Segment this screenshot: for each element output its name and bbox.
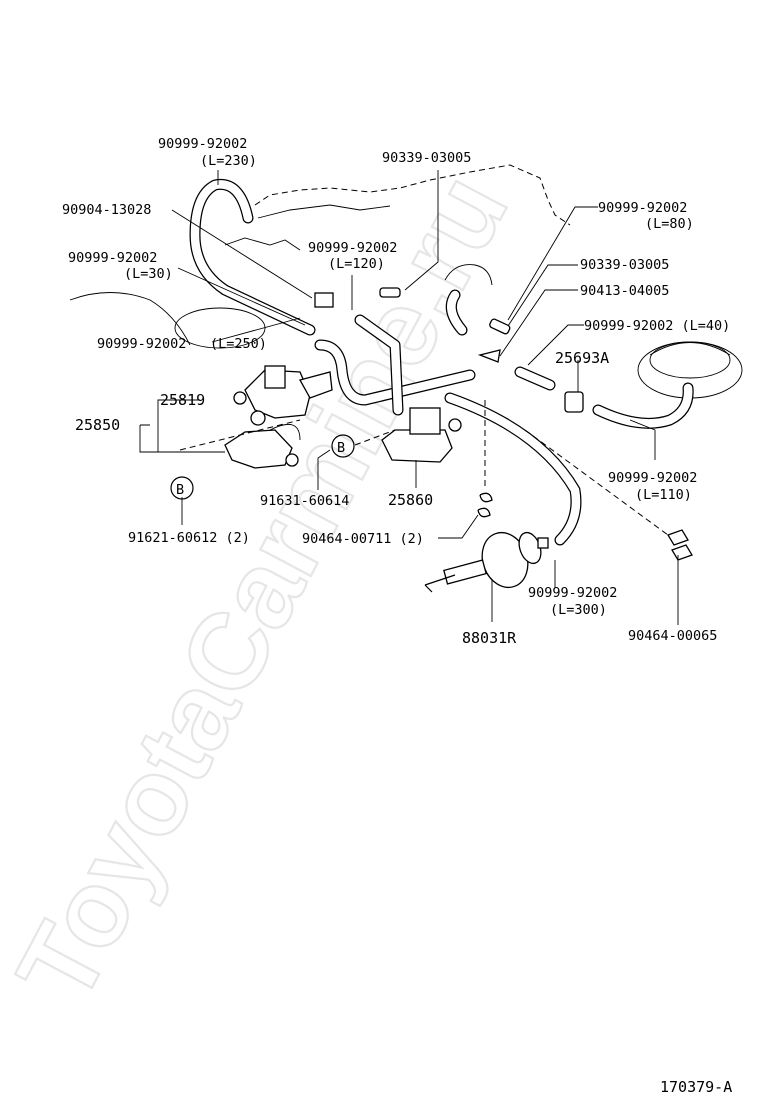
label-90999-92002-l230: 90999-92002 <box>158 136 247 152</box>
label-l110: (L=110) <box>635 487 692 503</box>
label-25850: 25850 <box>75 416 120 434</box>
vsv-25819 <box>233 365 333 419</box>
label-25693a: 25693A <box>555 349 609 367</box>
label-l300: (L=300) <box>550 602 607 618</box>
label-91631-60614: 91631-60614 <box>260 493 349 509</box>
label-90339-03005-right: 90339-03005 <box>580 257 669 273</box>
label-90464-00065: 90464-00065 <box>628 628 717 644</box>
label-90464-00711: 90464-00711 (2) <box>302 531 424 547</box>
label-90999-92002-l30: 90999-92002 <box>68 250 157 266</box>
tee-connector <box>477 349 501 363</box>
clip-90464-00711 <box>477 492 493 518</box>
label-90999-92002-l300: 90999-92002 <box>528 585 617 601</box>
ref-b-label-1: B <box>337 440 345 456</box>
connector-90413 <box>489 318 511 335</box>
label-91621-60612: 91621-60612 (2) <box>128 530 250 546</box>
watermark-text: ToyotaCarmine.ru <box>0 155 530 1021</box>
vsv-upper <box>314 292 334 308</box>
label-90999-92002-l80: 90999-92002 <box>598 200 687 216</box>
small-parts <box>314 287 693 561</box>
label-90339-03005-top: 90339-03005 <box>382 150 471 166</box>
label-l250: (L=250) <box>210 336 267 352</box>
label-25819: 25819 <box>160 391 205 409</box>
label-90999-92002-l120: 90999-92002 <box>308 240 397 256</box>
connector-90339 <box>379 287 401 298</box>
label-l230: (L=230) <box>200 153 257 169</box>
label-90904-13028: 90904-13028 <box>62 202 151 218</box>
label-90999-92002-l110: 90999-92002 <box>608 470 697 486</box>
label-l120: (L=120) <box>328 256 385 272</box>
label-88031r: 88031R <box>462 629 517 647</box>
leader-lines <box>139 170 679 625</box>
ref-b-circle-2 <box>170 476 194 500</box>
actuator-88031r <box>424 531 549 593</box>
reference-b-callouts: B B <box>170 434 355 500</box>
ref-b-label-2: B <box>176 482 184 498</box>
hoses <box>189 178 694 546</box>
label-90413-04005: 90413-04005 <box>580 283 669 299</box>
watermark: ToyotaCarmine.ru <box>0 154 532 1022</box>
label-90999-92002-l250: 90999-92002 <box>97 336 186 352</box>
filter-25693a <box>564 391 584 413</box>
engine-outline <box>69 164 743 399</box>
figure-number: 170379-A <box>660 1078 732 1096</box>
label-25860: 25860 <box>388 491 433 509</box>
clip-90464-00065 <box>667 529 693 561</box>
part-labels: 90999-92002 (L=230) 90339-03005 90999-92… <box>62 136 730 647</box>
label-90999-92002-l40: 90999-92002 (L=40) <box>584 318 730 334</box>
vsv-25860 <box>381 407 462 463</box>
label-l80: (L=80) <box>645 216 694 232</box>
assembly-25850 <box>224 410 301 469</box>
ref-b-circle-1 <box>331 434 355 458</box>
label-l30: (L=30) <box>124 266 173 282</box>
